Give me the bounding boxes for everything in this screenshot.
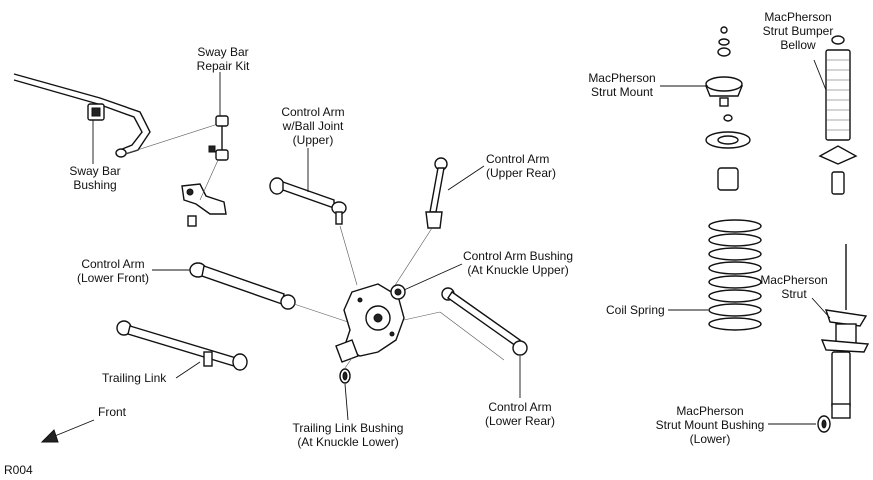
sway-bar-bushing-part: [87, 103, 105, 121]
strut-mount-stack: [704, 26, 751, 191]
label-macpherson-strut-mount: MacPherson Strut Mount: [588, 71, 656, 99]
control-arm-upper-part: [269, 177, 358, 286]
strut-part: [820, 244, 870, 419]
front-arrow-icon: [40, 419, 95, 443]
control-arm-bushing-upper-part: [390, 284, 406, 300]
label-macpherson-bumper-bellow: MacPherson Strut Bumper Bellow: [762, 10, 834, 52]
label-trailing-link-bushing: Trailing Link Bushing (At Knuckle Lower): [292, 421, 404, 449]
label-control-arm-lower-front: Control Arm (Lower Front): [76, 257, 150, 285]
label-coil-spring: Coil Spring: [606, 303, 665, 317]
control-arm-lower-front-part: [189, 262, 349, 323]
bumper-bellow-part: [818, 35, 858, 195]
leader-lines: [92, 59, 831, 425]
control-arm-upper-rear-part: [391, 157, 448, 291]
strut-mount-bushing-part: [817, 415, 831, 433]
label-macpherson-mount-bushing: MacPherson Strut Mount Bushing (Lower): [655, 404, 765, 446]
label-sway-bar-repair-kit: Sway Bar Repair Kit: [196, 45, 250, 73]
label-sway-bar-bushing: Sway Bar Bushing: [69, 164, 121, 192]
sway-bar-bracket: [181, 159, 227, 227]
label-control-arm-lower-rear: Control Arm (Lower Rear): [484, 400, 556, 428]
label-control-arm-upper-rear: Control Arm (Upper Rear): [486, 152, 557, 180]
diagram-code: R004: [4, 463, 33, 477]
knuckle: [335, 283, 405, 363]
coil-spring-part: [708, 219, 762, 331]
sway-bar: [13, 73, 151, 158]
label-front: Front: [98, 405, 127, 419]
label-trailing-link: Trailing Link: [102, 371, 167, 385]
label-macpherson-strut: MacPherson Strut: [760, 273, 828, 301]
label-control-arm-upper: Control Arm w/Ball Joint (Upper): [281, 105, 345, 147]
label-control-arm-bushing-upper: Control Arm Bushing (At Knuckle Upper): [462, 249, 574, 277]
sway-bar-link: [124, 115, 229, 161]
trailing-link-bushing-part: [339, 357, 353, 384]
control-arm-lower-rear-part: [403, 287, 528, 361]
trailing-link-part: [116, 320, 248, 371]
